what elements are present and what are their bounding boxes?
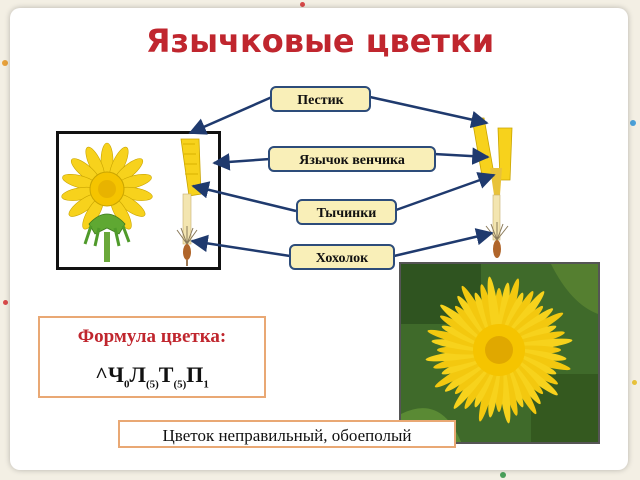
flower-illustration bbox=[61, 138, 202, 266]
formula-sub-stamens: (5) bbox=[173, 378, 187, 391]
flower-caption: Цветок неправильный, обоеполый bbox=[118, 420, 456, 448]
formula-letter-stamens: Т bbox=[158, 362, 174, 387]
label-pappus: Хохолок bbox=[289, 244, 395, 270]
dandelion-photo bbox=[399, 262, 600, 444]
formula-letter-calyx: Ч bbox=[107, 362, 125, 387]
slide-title: Язычковые цветки bbox=[145, 22, 495, 60]
formula-prefix: ^ bbox=[95, 362, 108, 387]
formula-sub-calyx: 0 bbox=[124, 378, 130, 391]
formula-sub-corolla: (5) bbox=[145, 378, 159, 391]
arrow-corolla-right bbox=[433, 147, 490, 165]
formula-box: Формула цветка: ^Ч0Л(5)Т(5)П1 bbox=[38, 316, 266, 398]
arrow-pappus-right bbox=[393, 228, 494, 258]
formula-letter-corolla: Л bbox=[129, 362, 146, 387]
arrow-pistil-right bbox=[369, 95, 489, 129]
arrow-corolla-left bbox=[212, 153, 271, 171]
arrow-pistil-left bbox=[188, 95, 273, 135]
formula-letter-pistil: П bbox=[186, 362, 204, 387]
formula-title: Формула цветка: bbox=[77, 326, 227, 347]
label-corolla: Язычок венчика bbox=[268, 146, 436, 172]
formula-expression: ^Ч0Л(5)Т(5)П1 bbox=[40, 362, 264, 390]
label-stamens: Тычинки bbox=[296, 199, 397, 225]
label-pistil: Пестик bbox=[270, 86, 371, 112]
arrow-stamens-right bbox=[395, 172, 496, 212]
arrow-stamens-left bbox=[191, 181, 297, 213]
arrow-pappus-left bbox=[190, 234, 291, 258]
dandelion-photo-image bbox=[401, 264, 598, 442]
formula-sub-pistil: 1 bbox=[203, 378, 209, 391]
flower-figure-frame bbox=[56, 131, 221, 270]
